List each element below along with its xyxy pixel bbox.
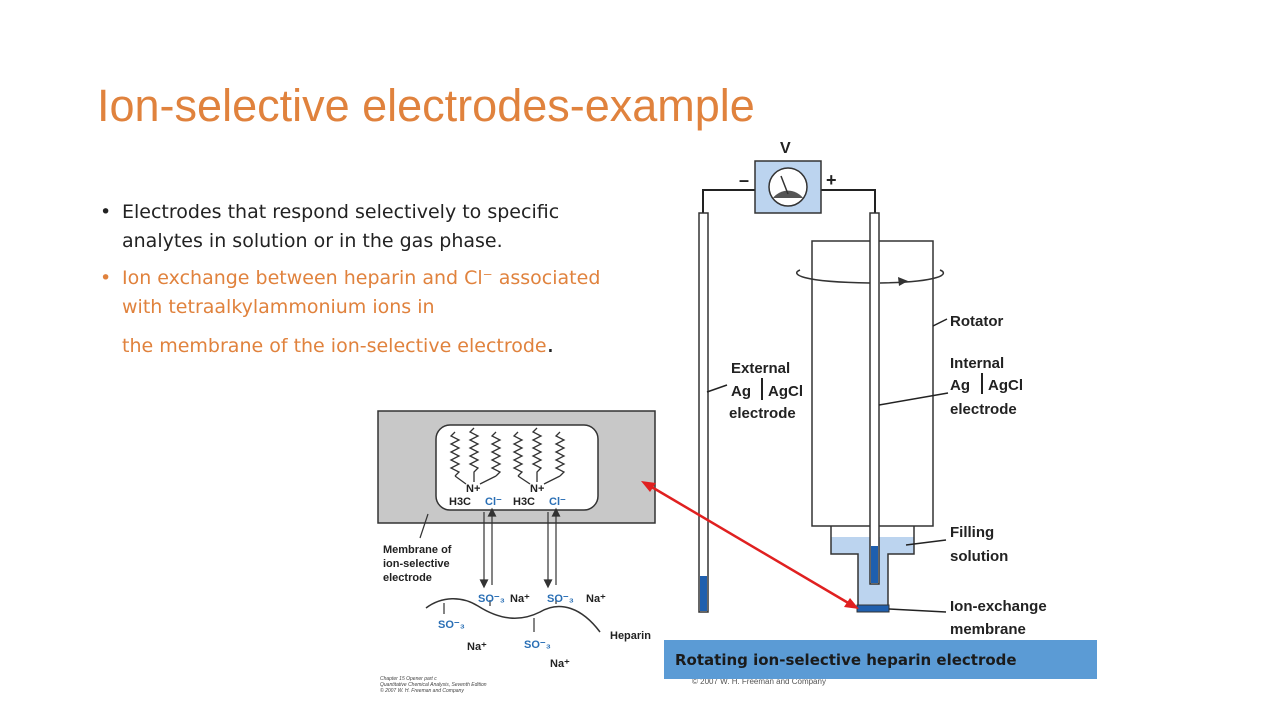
- sulfonate-label: SO⁻₃: [478, 593, 505, 605]
- bullet-marker: •: [100, 267, 112, 289]
- external-label-ag: Ag: [731, 383, 751, 400]
- footnote-line1: Chapter 15 Opener part c: [380, 676, 437, 682]
- internal-label-line3: electrode: [950, 401, 1017, 418]
- ion-exchange-membrane: [856, 604, 890, 613]
- copyright-text: © 2007 W. H. Freeman and Company: [692, 677, 826, 686]
- slide-title: Ion-selective electrodes-example: [97, 80, 755, 131]
- sodium-label: Na⁺: [510, 593, 530, 605]
- sulfonate-label: SO⁻₃: [438, 619, 465, 631]
- alkyl-chains: [449, 427, 566, 485]
- voltmeter-base: [773, 190, 803, 198]
- external-electrode-tube: [698, 212, 709, 613]
- bullet-list: • Electrodes that respond selectively to…: [100, 198, 640, 369]
- red-connector-arrow: [641, 481, 859, 609]
- circuit-wires: [702, 189, 876, 213]
- chloride-label: Cl⁻: [549, 496, 566, 508]
- internal-label-ag: Ag: [950, 377, 970, 394]
- bullet-text: Electrodes that respond selectively to s…: [122, 201, 560, 252]
- internal-label-line1: Internal: [950, 355, 1004, 372]
- membrane-label-line3: electrode: [383, 572, 432, 584]
- rotation-arc: [879, 269, 945, 284]
- sodium-label: Na⁺: [586, 593, 606, 605]
- bullet-marker: •: [100, 201, 112, 223]
- h3c-label: H3C: [513, 496, 535, 508]
- membrane-label-line1: Membrane of: [383, 544, 452, 556]
- n-plus-label: N+: [530, 483, 544, 495]
- voltmeter-dial: [768, 167, 808, 207]
- membrane-pointer: [419, 513, 429, 539]
- chamber-wall-right: [887, 526, 915, 606]
- footnote-line2: Quantitative Chemical Analysis, Seventh …: [380, 682, 487, 688]
- bullet-item: • Electrodes that respond selectively to…: [100, 198, 640, 256]
- bullet-text-continued: the membrane of the ion-selective electr…: [122, 335, 547, 357]
- plus-terminal: +: [826, 170, 837, 190]
- filling-label-line1: Filling: [950, 524, 994, 541]
- sodium-label: Na⁺: [467, 641, 487, 653]
- bullet-item: • Ion exchange between heparin and Cl⁻ a…: [100, 264, 640, 361]
- h3c-label: H3C: [449, 496, 471, 508]
- rotator-label: Rotator: [950, 313, 1003, 330]
- heparin-strand: [425, 598, 601, 633]
- rotation-arc: [795, 269, 871, 284]
- bullet-text: Ion exchange between heparin and Cl⁻ ass…: [122, 267, 601, 318]
- heparin-bonds: [443, 598, 557, 632]
- external-electrode-fill: [700, 576, 707, 611]
- n-plus-label: N+: [466, 483, 480, 495]
- ion-exchange-label-line1: Ion-exchange: [950, 598, 1047, 615]
- membrane-pore: [435, 424, 599, 511]
- internal-electrode-fill: [871, 546, 878, 583]
- internal-label-agcl: AgCl: [988, 377, 1023, 394]
- figure-caption: Rotating ion-selective heparin electrode: [664, 640, 1097, 679]
- sodium-label: Na⁺: [550, 658, 570, 670]
- voltmeter-needle: [780, 175, 789, 195]
- internal-electrode-tube: [869, 212, 880, 585]
- minus-terminal: –: [739, 170, 749, 190]
- sulfonate-label: SO⁻₃: [547, 593, 574, 605]
- exchange-arrows: [479, 507, 561, 589]
- leader-lines: [706, 318, 949, 613]
- heparin-label: Heparin: [610, 630, 651, 642]
- rotation-arrowhead: [898, 277, 908, 286]
- external-label-line3: electrode: [729, 405, 796, 422]
- sulfonate-label: SO⁻₃: [524, 639, 551, 651]
- external-label-line1: External: [731, 360, 790, 377]
- external-label-agcl: AgCl: [768, 383, 803, 400]
- chloride-label: Cl⁻: [485, 496, 502, 508]
- footnote-line3: © 2007 W. H. Freeman and Company: [380, 687, 464, 694]
- voltmeter-label: V: [780, 140, 791, 157]
- ion-exchange-label-line2: membrane: [950, 621, 1026, 638]
- membrane-label-line2: ion-selective: [383, 558, 450, 570]
- bullet-period: .: [546, 330, 555, 358]
- filling-label-line2: solution: [950, 548, 1008, 565]
- chamber-wall-left: [830, 526, 859, 606]
